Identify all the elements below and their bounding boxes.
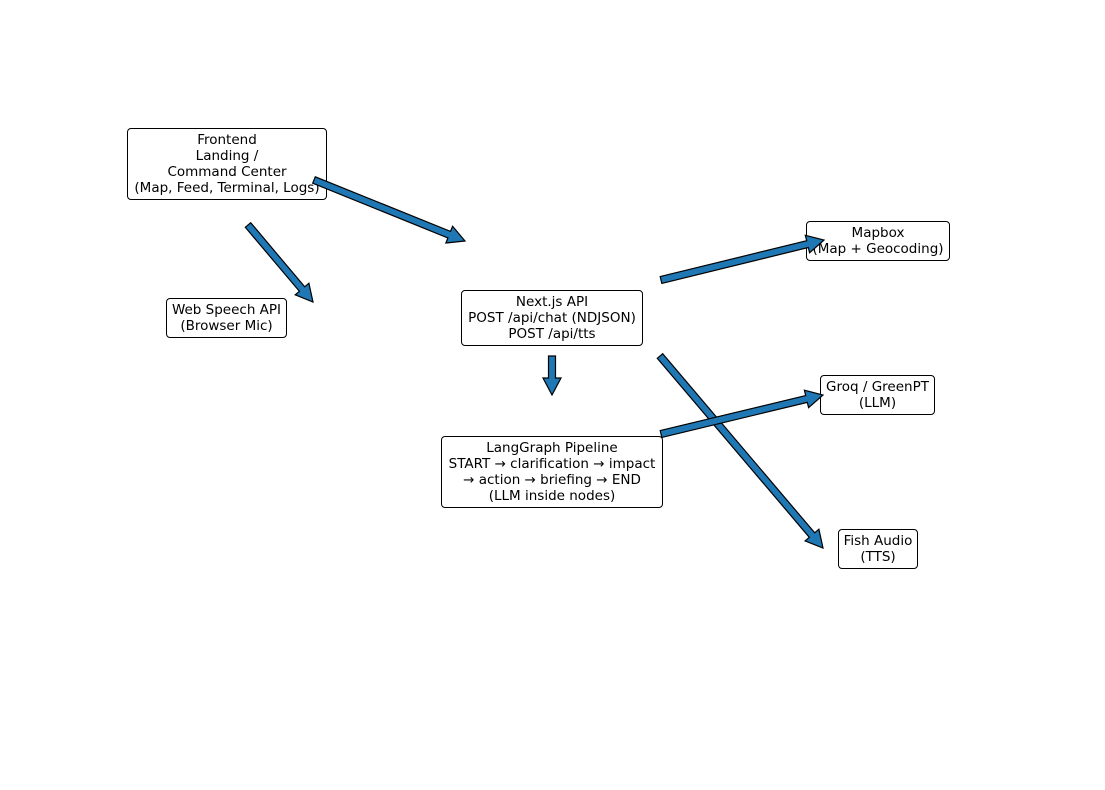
web-speech-api-node-line: Web Speech API: [171, 302, 282, 318]
langgraph-pipeline-node-line: LangGraph Pipeline: [486, 440, 618, 456]
mapbox-node-line: Mapbox: [851, 225, 905, 241]
arrow-api-to-fish: [656, 352, 824, 549]
groq-greenpt-node-line: Groq / GreenPT: [826, 379, 929, 395]
arrow-frontend-to-speech: [244, 221, 314, 303]
nextjs-api-node-line: POST /api/chat (NDJSON): [468, 310, 636, 326]
arrow-frontend-to-api: [311, 176, 467, 244]
nextjs-api-node-line: POST /api/tts: [508, 326, 596, 342]
langgraph-pipeline-node-line: → action → briefing → END: [463, 472, 641, 488]
nextjs-api-node: Next.js API POST /api/chat (NDJSON) POST…: [461, 290, 643, 346]
frontend-node-line: Command Center: [167, 164, 287, 180]
nextjs-api-node-line: Next.js API: [515, 294, 589, 310]
frontend-node-line: (Map, Feed, Terminal, Logs): [134, 180, 320, 196]
fish-audio-node-line: (TTS): [860, 549, 896, 565]
mapbox-node-line: (Map + Geocoding): [812, 241, 944, 257]
frontend-node: Frontend Landing / Command Center (Map, …: [127, 128, 327, 200]
langgraph-pipeline-node-line: START → clarification → impact: [448, 456, 656, 472]
langgraph-pipeline-node: LangGraph Pipeline START → clarification…: [441, 436, 663, 508]
arrow-api-to-mapbox: [659, 234, 826, 285]
langgraph-pipeline-node-line: (LLM inside nodes): [488, 488, 616, 504]
frontend-node-line: Frontend: [197, 132, 257, 148]
web-speech-api-node-line: (Browser Mic): [180, 318, 273, 334]
frontend-node-line: Landing /: [195, 148, 259, 164]
fish-audio-node-line: Fish Audio: [843, 533, 913, 549]
arrow-api-to-pipeline: [542, 355, 562, 397]
groq-greenpt-node-line: (LLM): [858, 395, 897, 411]
fish-audio-node: Fish Audio (TTS): [838, 529, 918, 569]
mapbox-node: Mapbox (Map + Geocoding): [806, 221, 950, 261]
groq-greenpt-node: Groq / GreenPT (LLM): [820, 375, 935, 415]
arrow-pipeline-to-groq: [659, 389, 825, 439]
web-speech-api-node: Web Speech API (Browser Mic): [166, 298, 287, 338]
